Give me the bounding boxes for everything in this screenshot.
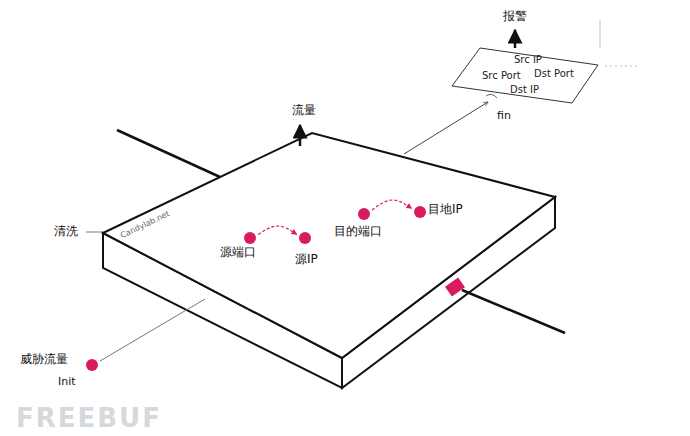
guide-line xyxy=(600,20,601,48)
watermark: FREEBUF xyxy=(16,403,162,434)
input-wire xyxy=(117,130,220,177)
annotation-label: 报警 xyxy=(503,9,527,23)
endpoint-label: 源IP xyxy=(295,252,318,266)
flow-connector xyxy=(372,200,412,210)
endpoint-label: 目地IP xyxy=(428,202,463,216)
panel-shape xyxy=(452,48,598,103)
annotation-label: 流量 xyxy=(292,103,316,117)
alert-panel: Src IP Src Port Dst PortDst IP xyxy=(452,47,598,103)
guide-line xyxy=(605,66,640,67)
field-label: Dst IP xyxy=(510,84,539,96)
endpoint-dot: 源IP xyxy=(299,232,311,244)
output-wire xyxy=(462,290,565,333)
field-label: Src IP xyxy=(514,54,542,66)
endpoint-label: 源端口 xyxy=(220,245,256,259)
annotation-label: 清洗 xyxy=(54,224,78,238)
annotation-label: 威胁流量 xyxy=(20,352,68,366)
leader-line xyxy=(404,102,488,154)
annotation-label: fin xyxy=(497,109,511,122)
alert-arrow xyxy=(514,30,517,48)
annotation-label: Candylab.net xyxy=(119,209,171,241)
threat-dot xyxy=(86,359,98,371)
endpoint-dot: 目的端口 xyxy=(358,208,370,220)
endpoint-dot: 源端口 xyxy=(244,232,256,244)
leader-line xyxy=(100,299,205,361)
field-label: Dst Port xyxy=(534,68,574,80)
field-label: Src Port xyxy=(482,70,521,82)
slab-top-face xyxy=(103,133,555,358)
endpoint-dot: 目地IP xyxy=(414,206,426,218)
fin-arc xyxy=(486,94,497,98)
flow-connector xyxy=(258,226,297,234)
port-marker xyxy=(445,277,465,296)
endpoint-label: 目的端口 xyxy=(334,224,382,238)
leader-line xyxy=(86,232,102,233)
flow-arrow xyxy=(299,125,302,146)
annotation-label: Init xyxy=(58,375,76,388)
